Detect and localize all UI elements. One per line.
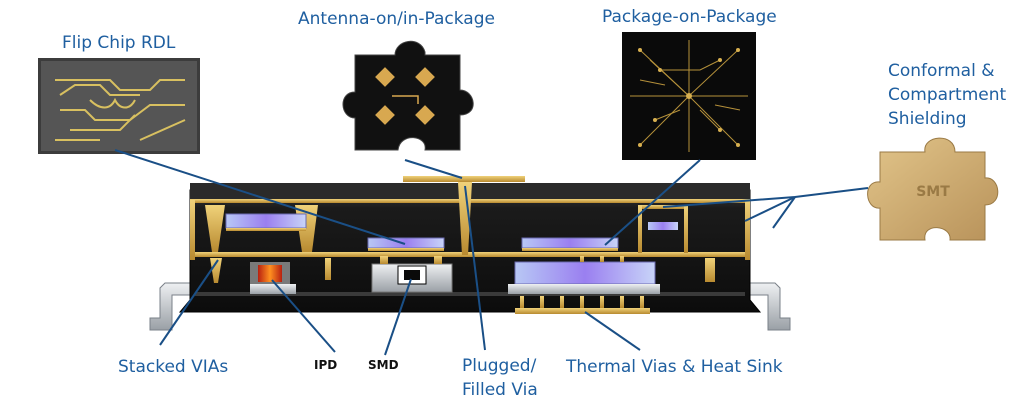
plugged-via-label-line2: Filled Via [462, 380, 538, 400]
antenna-plate [403, 176, 525, 182]
plugged-filled-via [458, 182, 472, 255]
antenna-label: Antenna-on/in-Package [298, 9, 495, 29]
thermal-label: Thermal Vias & Heat Sink [566, 357, 783, 377]
pop-label: Package-on-Package [602, 7, 777, 27]
upper-left-die [225, 213, 307, 229]
ipd-label: IPD [314, 358, 338, 372]
plugged-via-label-line1: Plugged/ [462, 356, 537, 376]
shielding-puzzle-photo: SMT [867, 137, 999, 241]
shielding-label-line1: Conformal & [888, 61, 995, 81]
smt-logo: SMT [916, 184, 950, 200]
shielding-label-line2: Compartment [888, 85, 1007, 105]
antenna-puzzle-photo [342, 41, 474, 151]
pop-die [521, 237, 619, 249]
left-lead [149, 282, 196, 331]
flip-chip-rdl-label: Flip Chip RDL [62, 33, 176, 53]
smd-component [371, 256, 453, 293]
leader-lines [114, 149, 869, 356]
package-on-package-photo [622, 32, 756, 160]
flip-chip-die [367, 237, 445, 249]
bump-array [325, 256, 715, 282]
shielding-label-line3: Shielding [888, 109, 967, 129]
flip-chip-rdl-photo [38, 58, 200, 154]
smd-label: SMD [368, 358, 399, 372]
stacked-vias-label: Stacked VIAs [118, 357, 229, 377]
ipd-component [250, 262, 296, 294]
heat-sink-module [508, 261, 660, 314]
right-lead [744, 282, 791, 331]
